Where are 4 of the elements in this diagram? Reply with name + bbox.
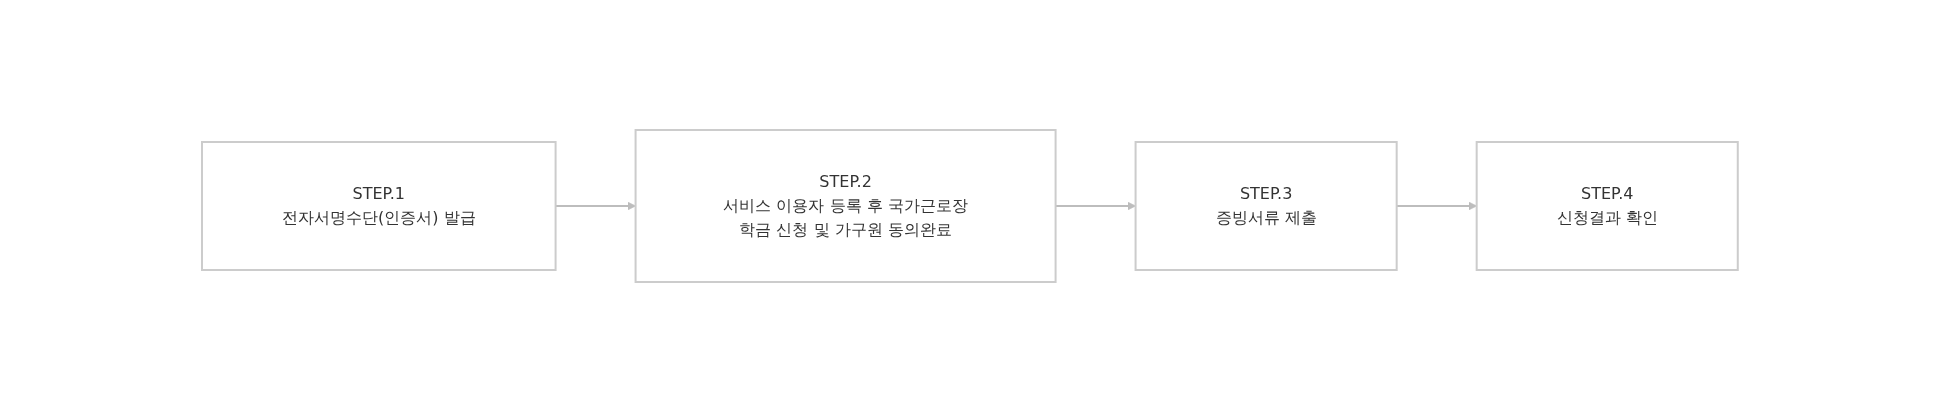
node-box: STEP.1 전자서명수단(인증서) 발급 xyxy=(200,140,557,271)
node-box: STEP.2 서비스 이용자 등록 후 국가근로장학금 신청 및 가구원 동의완료 xyxy=(634,128,1057,283)
node-box: STEP.4 신청결과 확인 xyxy=(1475,140,1739,271)
node-box: STEP.3 증빙서류 제출 xyxy=(1134,140,1398,271)
